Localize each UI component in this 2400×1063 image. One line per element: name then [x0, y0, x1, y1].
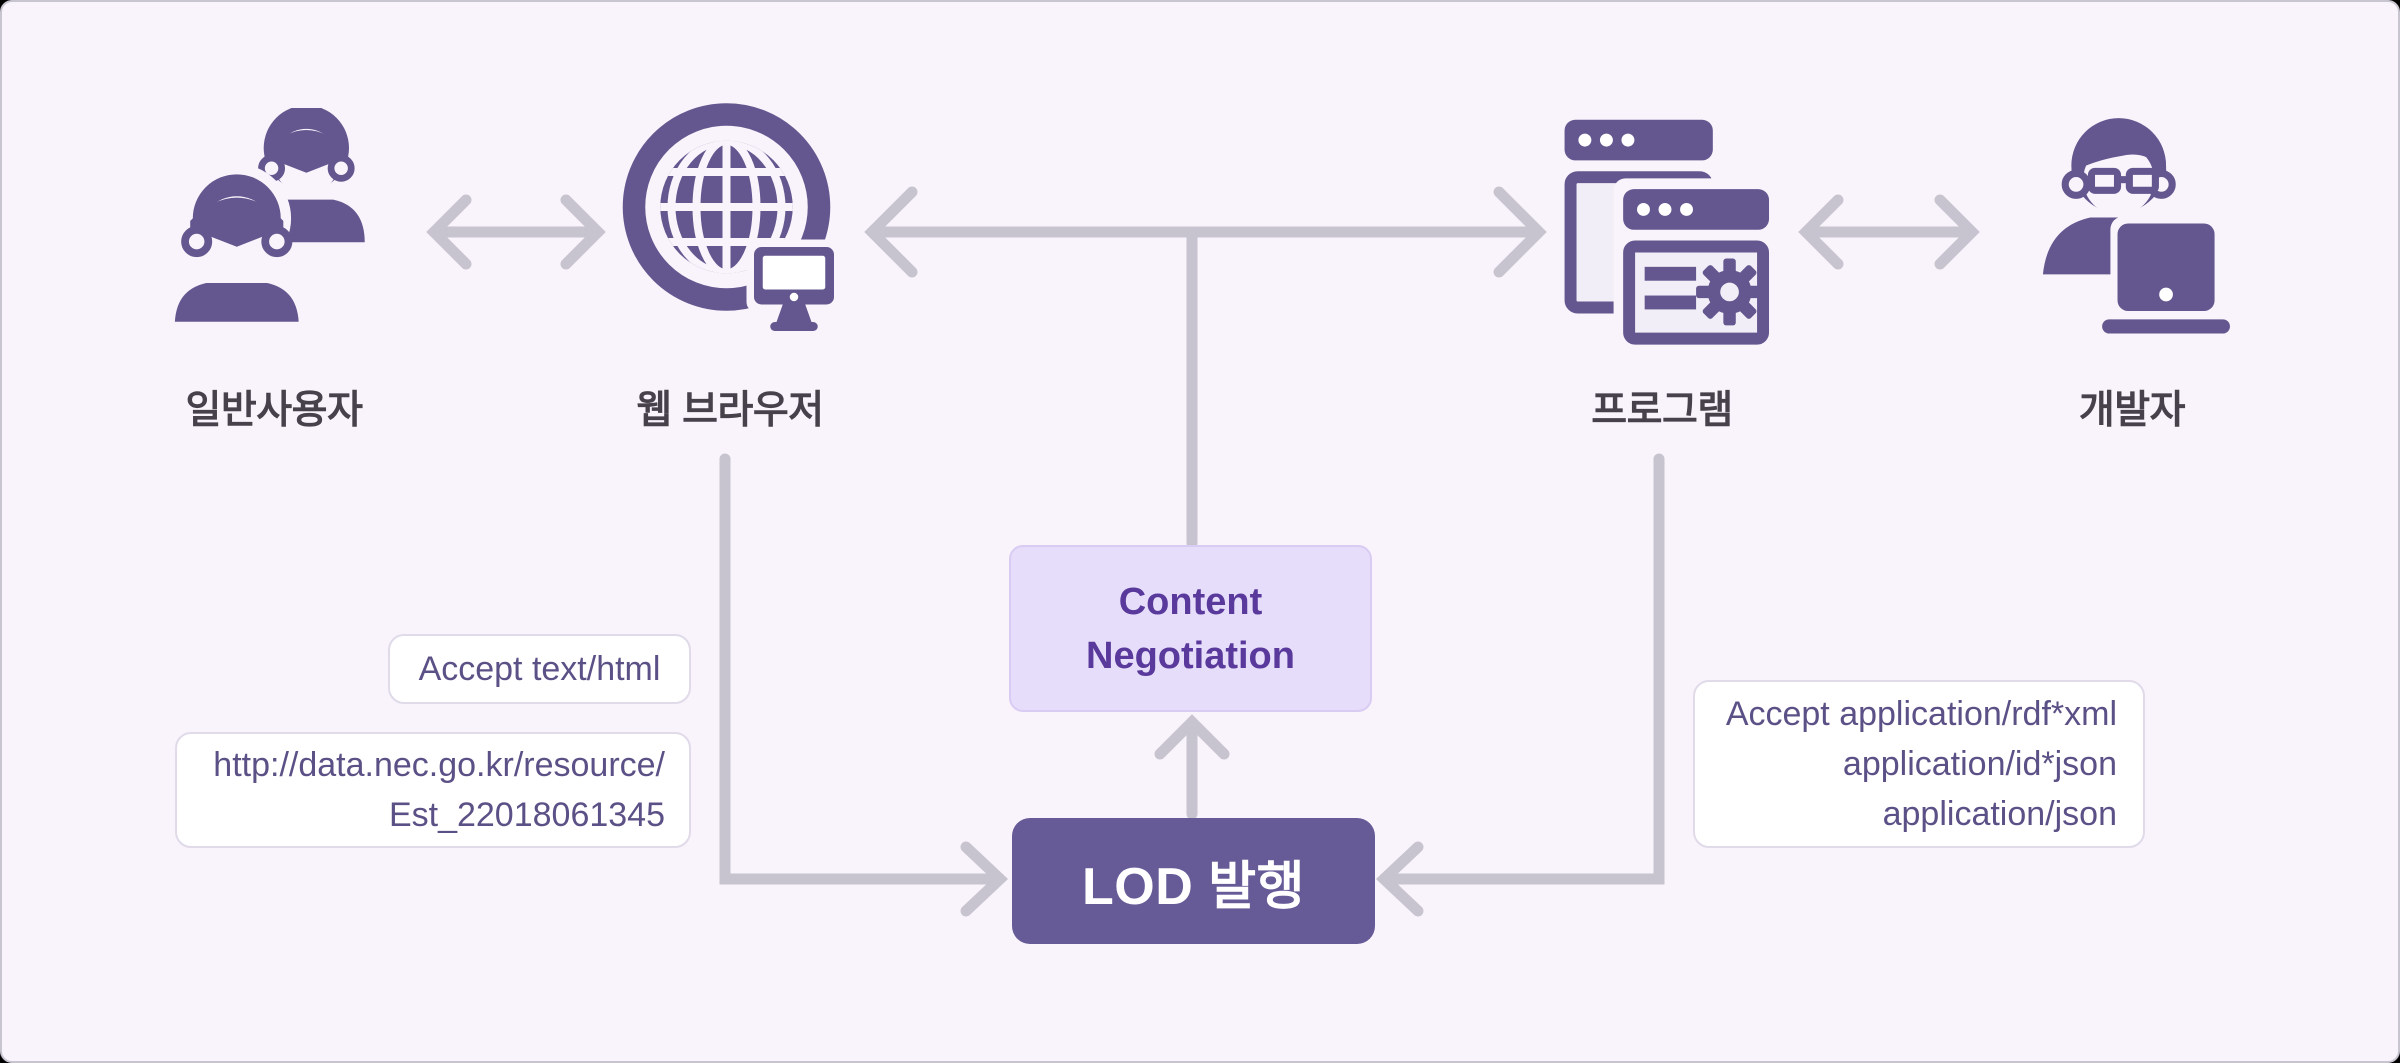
arrow-users-browser: [426, 194, 606, 270]
note-line: application/id*json: [1842, 745, 2117, 783]
globe-monitor-icon: [622, 103, 842, 331]
note-line: Est_22018061345: [388, 796, 665, 834]
note-line: Accept application/rdf*xml: [1725, 695, 2117, 733]
elbow-program-to-lod: [1375, 453, 1665, 917]
lod-publish-label: LOD 발행: [1082, 857, 1305, 916]
arrow-browser-program: [864, 186, 1547, 278]
content-negotiation-label-line1: Content: [1118, 580, 1263, 623]
note-line: http://data.nec.go.kr/resource/: [213, 746, 665, 784]
label-program: 프로그램: [1591, 389, 1733, 432]
note-line: Accept text/html: [418, 650, 661, 688]
note-line: application/json: [1882, 795, 2117, 833]
users-icon: [164, 108, 365, 333]
elbow-browser-to-lod: [719, 453, 1009, 917]
content-negotiation-box: Content Negotiation: [1009, 545, 1372, 712]
note-accept-text-html: Accept text/html: [388, 634, 691, 704]
note-resource-url: http://data.nec.go.kr/resource/ Est_2201…: [175, 732, 691, 848]
label-developer: 개발자: [2078, 389, 2186, 432]
gear-icon: [1696, 258, 1764, 326]
note-accept-rdf-json: Accept application/rdf*xml application/i…: [1693, 680, 2145, 848]
glasses-icon: [2087, 167, 2159, 194]
lod-publish-box: LOD 발행: [1012, 818, 1375, 944]
developer-laptop-icon: [2042, 118, 2230, 334]
arrow-program-developer: [1798, 194, 1980, 270]
content-negotiation-label-line2: Negotiation: [1086, 634, 1295, 677]
label-general-user: 일반사용자: [185, 389, 363, 432]
arrow-lod-to-cn: [1154, 714, 1230, 820]
label-web-browser: 웹 브라우저: [636, 389, 824, 432]
app-windows-gear-icon: [1564, 119, 1775, 345]
